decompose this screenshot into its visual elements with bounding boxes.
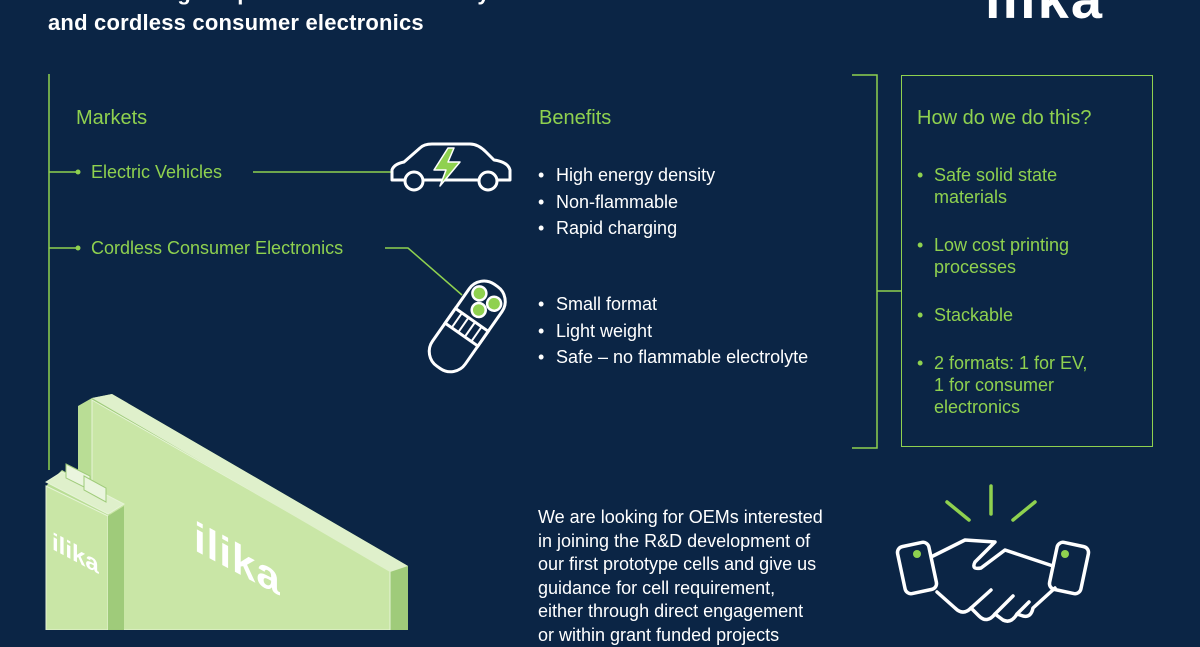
- list-item: Low cost printing processes: [917, 234, 1142, 278]
- car-icon: [390, 142, 512, 192]
- title-line-1: Transforming the performance and safety …: [48, 0, 948, 8]
- market-item-electric-vehicles: Electric Vehicles: [91, 162, 223, 182]
- market-item-cordless-electronics: Cordless Consumer Electronics: [91, 238, 344, 258]
- title-line-2: and cordless consumer electronics: [48, 10, 424, 35]
- benefits-heading: Benefits: [539, 107, 612, 129]
- page-title: Transforming the performance and safety …: [48, 0, 948, 38]
- list-item: Safe solid state materials: [917, 164, 1142, 208]
- list-item: Stackable: [917, 304, 1142, 326]
- list-item: 2 formats: 1 for EV, 1 for consumer elec…: [917, 352, 1142, 418]
- cta-text: We are looking for OEMs interested in jo…: [538, 507, 823, 645]
- list-item: Non-flammable: [538, 189, 715, 216]
- list-item: Small format: [538, 291, 808, 318]
- connector-lines: [48, 74, 901, 470]
- shaver-icon: [427, 279, 507, 374]
- handshake-icon: [895, 484, 1091, 623]
- how-heading: How do we do this?: [917, 107, 1092, 129]
- consumer-benefits-list: Small format Light weight Safe – no flam…: [538, 291, 808, 371]
- battery-illustration: [44, 394, 408, 630]
- brand-logo: ilika: [985, 0, 1104, 31]
- ev-benefits-list: High energy density Non-flammable Rapid …: [538, 162, 715, 242]
- list-item: Rapid charging: [538, 215, 715, 242]
- list-item: High energy density: [538, 162, 715, 189]
- list-item: Safe – no flammable electrolyte: [538, 344, 808, 371]
- markets-heading: Markets: [76, 107, 148, 129]
- how-list: Safe solid state materials Low cost prin…: [917, 164, 1142, 444]
- lightning-icon: [433, 147, 461, 187]
- how-box: [901, 75, 1153, 447]
- list-item: Light weight: [538, 318, 808, 345]
